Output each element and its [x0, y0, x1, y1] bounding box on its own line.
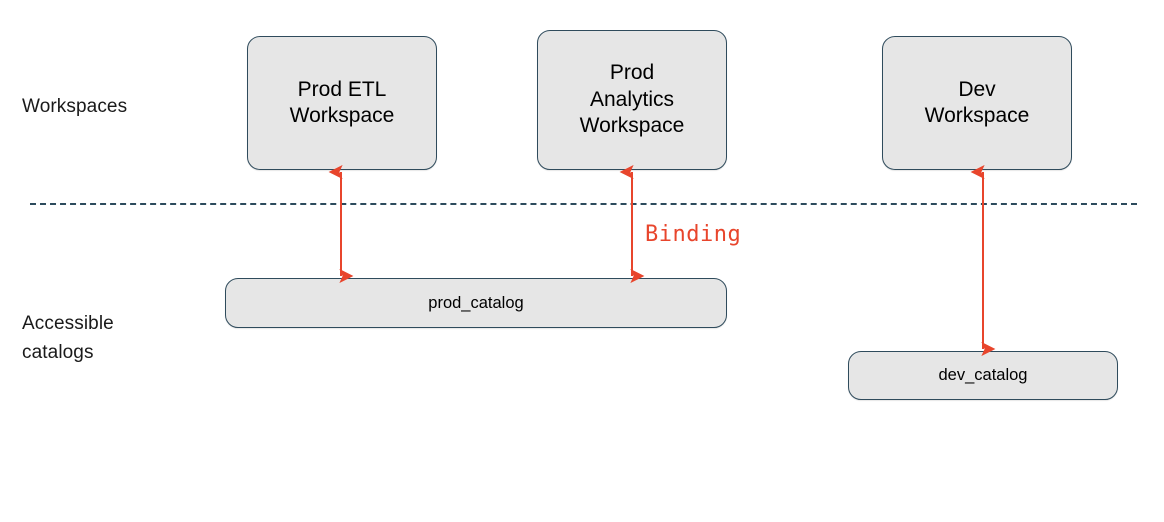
- row-label-accessible-catalogs: Accessible catalogs: [22, 313, 114, 363]
- workspace-catalog-divider: [30, 203, 1137, 205]
- row-label-workspaces: Workspaces: [22, 96, 128, 117]
- workspace-node-prod-etl[interactable]: Prod ETL Workspace: [247, 36, 437, 170]
- catalog-node-prod-catalog-label: prod_catalog: [428, 293, 524, 312]
- catalog-node-prod-catalog[interactable]: prod_catalog: [225, 278, 727, 328]
- workspace-node-dev-label: Dev Workspace: [924, 77, 1030, 127]
- workspace-node-dev[interactable]: Dev Workspace: [882, 36, 1072, 170]
- catalog-node-dev-catalog[interactable]: dev_catalog: [848, 351, 1118, 400]
- catalog-node-dev-catalog-label: dev_catalog: [938, 366, 1028, 385]
- workspace-node-prod-etl-label: Prod ETL Workspace: [289, 77, 395, 127]
- workspace-node-prod-analytics[interactable]: Prod Analytics Workspace: [537, 30, 727, 170]
- workspace-node-prod-analytics-label: Prod Analytics Workspace: [579, 61, 685, 138]
- binding-annotation-label: Binding: [645, 222, 742, 247]
